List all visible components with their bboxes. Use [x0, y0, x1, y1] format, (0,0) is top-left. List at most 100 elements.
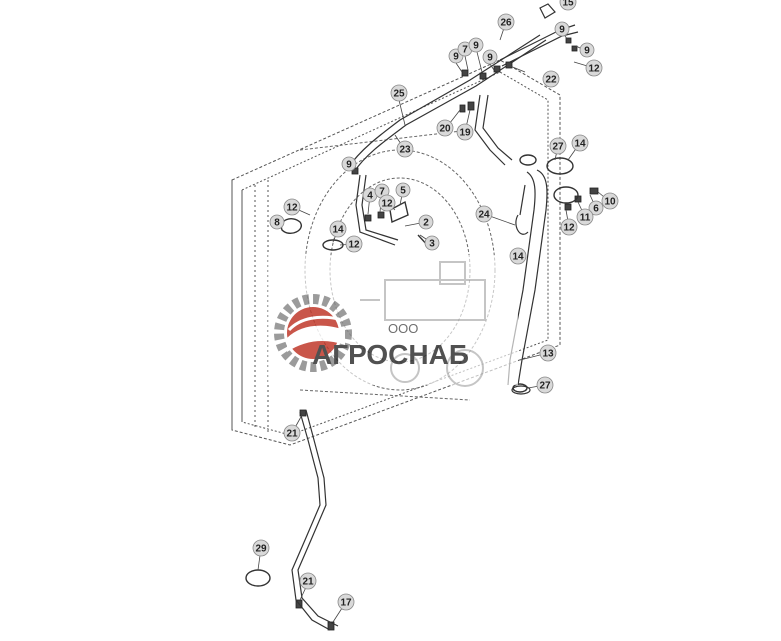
callout-15: 15 [559, 0, 577, 11]
radiator-frame [231, 59, 561, 446]
callout-bubble [549, 137, 567, 155]
callout-label: 7 [462, 45, 468, 56]
agrosnab-watermark: ООО АГРОСНАБ [268, 255, 518, 387]
callout-bubble [337, 593, 355, 611]
callout-bubble [299, 572, 317, 590]
callout-label: 3 [429, 239, 435, 250]
callout-24: 24 [475, 205, 493, 223]
callout-27: 27 [549, 137, 567, 155]
callout-label: 25 [393, 89, 405, 100]
callout-bubble [560, 218, 578, 236]
callout-9: 9 [482, 49, 498, 65]
callout-17: 17 [337, 593, 355, 611]
callout-label: 15 [562, 0, 574, 9]
callout-14: 14 [571, 134, 589, 152]
callout-12: 12 [283, 198, 301, 216]
callout-label: 12 [381, 199, 393, 210]
callout-12: 12 [345, 235, 363, 253]
callout-bubble [436, 119, 454, 137]
callout-bubble [345, 235, 363, 253]
callout-23: 23 [396, 140, 414, 158]
callout-21: 21 [283, 424, 301, 442]
watermark-prefix: ООО [388, 321, 418, 336]
callout-19: 19 [456, 123, 474, 141]
callout-label: 26 [500, 18, 512, 29]
callout-bubble [559, 0, 577, 11]
callout-10: 10 [601, 192, 619, 210]
callout-bubble [456, 123, 474, 141]
callout-label: 12 [588, 64, 600, 75]
callout-bubble [542, 70, 560, 88]
callout-13: 13 [539, 344, 557, 362]
callout-bubble [576, 208, 594, 226]
callout-21: 21 [299, 572, 317, 590]
callout-label: 22 [545, 75, 557, 86]
callout-9: 9 [341, 156, 357, 172]
callout-bubble [269, 214, 285, 230]
callout-bubble [497, 13, 515, 31]
callout-bubble [468, 37, 484, 53]
callout-label: 6 [593, 204, 599, 215]
callout-label: 14 [574, 139, 586, 150]
callout-bubble [571, 134, 589, 152]
callout-8: 8 [269, 214, 285, 230]
callout-bubble [554, 21, 570, 37]
callout-label: 14 [512, 252, 524, 263]
callout-14: 14 [329, 220, 347, 238]
callout-12: 12 [560, 218, 578, 236]
callout-label: 27 [552, 142, 564, 153]
callout-label: 12 [348, 240, 360, 251]
gear-logo-icon [274, 294, 352, 372]
callout-label: 13 [542, 349, 554, 360]
callout-label: 21 [286, 429, 298, 440]
callout-bubble [390, 84, 408, 102]
callout-9: 9 [554, 21, 570, 37]
callout-label: 9 [453, 52, 459, 63]
callout-6: 6 [588, 200, 604, 216]
callout-bubble [283, 424, 301, 442]
callout-bubble [378, 194, 396, 212]
callout-bubble [396, 140, 414, 158]
callout-bubble [283, 198, 301, 216]
callout-label: 27 [539, 381, 551, 392]
callout-29: 29 [252, 539, 270, 557]
combine-harvester-icon [360, 261, 486, 387]
callout-label: 9 [487, 53, 493, 64]
callout-label: 20 [439, 124, 451, 135]
callout-bubble [395, 182, 411, 198]
callout-label: 10 [604, 197, 616, 208]
callout-label: 12 [563, 223, 575, 234]
callout-bubble [585, 59, 603, 77]
callout-label: 9 [473, 41, 479, 52]
callout-bubble [475, 205, 493, 223]
callout-label: 14 [332, 225, 344, 236]
callout-bubble [482, 49, 498, 65]
watermark-company-name: АГРОСНАБ [312, 339, 469, 370]
callout-label: 29 [255, 544, 267, 555]
callout-bubble [252, 539, 270, 557]
callout-14: 14 [509, 247, 527, 265]
callout-25: 25 [390, 84, 408, 102]
callout-label: 21 [302, 577, 314, 588]
callout-bubble [579, 42, 595, 58]
callout-label: 8 [274, 218, 280, 229]
callout-9: 9 [579, 42, 595, 58]
callout-bubble [341, 156, 357, 172]
callout-label: 4 [367, 191, 373, 202]
callout-26: 26 [497, 13, 515, 31]
callout-label: 11 [580, 213, 591, 224]
callout-label: 23 [399, 145, 411, 156]
callout-bubble [329, 220, 347, 238]
callout-20: 20 [436, 119, 454, 137]
callout-bubble [601, 192, 619, 210]
callout-12: 12 [378, 194, 396, 212]
callout-label: 2 [423, 218, 429, 229]
callout-label: 7 [379, 187, 385, 198]
callout-label: 24 [478, 210, 490, 221]
callout-label: 12 [286, 203, 298, 214]
callout-bubble [539, 344, 557, 362]
callout-bubble [424, 235, 440, 251]
